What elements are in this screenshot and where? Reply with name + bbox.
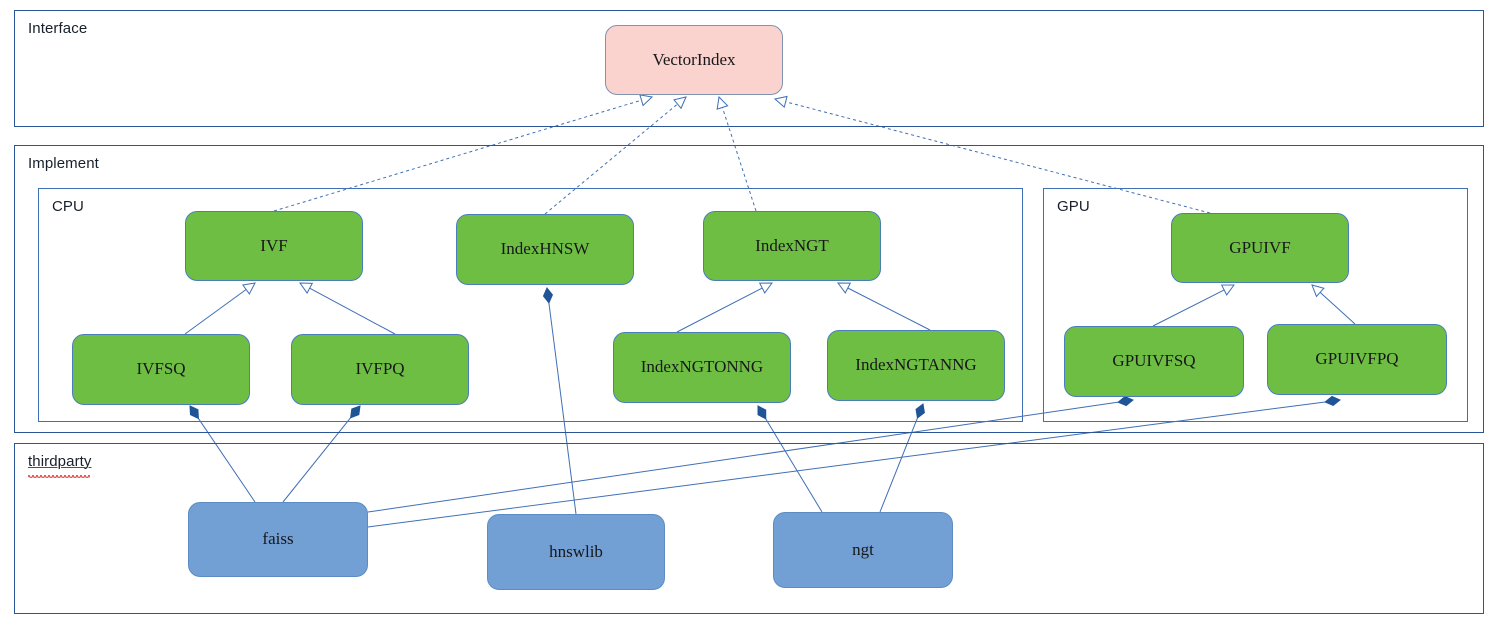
- class-node-label: hnswlib: [549, 541, 603, 561]
- package-label-interface: Interface: [28, 20, 88, 37]
- class-node-label: ngt: [852, 539, 874, 559]
- class-node-indexhnsw[interactable]: IndexHNSW: [456, 214, 634, 285]
- class-node-label: faiss: [262, 529, 294, 549]
- class-node-ivfsq[interactable]: IVFSQ: [72, 334, 250, 405]
- class-node-label: IndexNGTONNG: [640, 357, 764, 377]
- package-label-cpu: CPU: [52, 198, 84, 215]
- package-label-thirdparty: thirdparty: [28, 453, 92, 470]
- class-node-label: VectorIndex: [652, 49, 736, 69]
- class-node-ngt[interactable]: ngt: [773, 512, 953, 588]
- class-node-indexngtanng[interactable]: IndexNGTANNG: [827, 330, 1005, 401]
- class-node-indexngtonng[interactable]: IndexNGTONNG: [613, 332, 791, 403]
- class-node-label: GPUIVFPQ: [1315, 349, 1399, 369]
- class-node-hnswlib[interactable]: hnswlib: [487, 514, 665, 590]
- package-gpu: [1043, 188, 1468, 422]
- package-label-implement: Implement: [28, 155, 99, 172]
- class-node-ivf[interactable]: IVF: [185, 211, 363, 281]
- class-node-label: IndexNGTANNG: [855, 355, 977, 375]
- package-thirdparty: [14, 443, 1484, 614]
- class-node-label: GPUIVF: [1229, 237, 1291, 257]
- class-node-label: IVF: [260, 235, 288, 255]
- package-label-gpu: GPU: [1057, 198, 1090, 215]
- class-node-faiss[interactable]: faiss: [188, 502, 368, 577]
- class-node-label: IndexNGT: [755, 235, 829, 255]
- package-cpu: [38, 188, 1023, 422]
- class-node-label: GPUIVFSQ: [1112, 351, 1196, 371]
- class-node-gpuivf[interactable]: GPUIVF: [1171, 213, 1349, 283]
- class-node-label: IVFSQ: [136, 359, 186, 379]
- class-node-label: IndexHNSW: [500, 239, 590, 259]
- class-node-gpuivfpq[interactable]: GPUIVFPQ: [1267, 324, 1447, 395]
- class-node-label: IVFPQ: [355, 359, 405, 379]
- class-node-gpuivfsq[interactable]: GPUIVFSQ: [1064, 326, 1244, 397]
- package-implement: [14, 145, 1484, 433]
- package-interface: [14, 10, 1484, 127]
- class-node-ivfpq[interactable]: IVFPQ: [291, 334, 469, 405]
- class-node-indexngt[interactable]: IndexNGT: [703, 211, 881, 281]
- class-node-vectorindex[interactable]: VectorIndex: [605, 25, 783, 95]
